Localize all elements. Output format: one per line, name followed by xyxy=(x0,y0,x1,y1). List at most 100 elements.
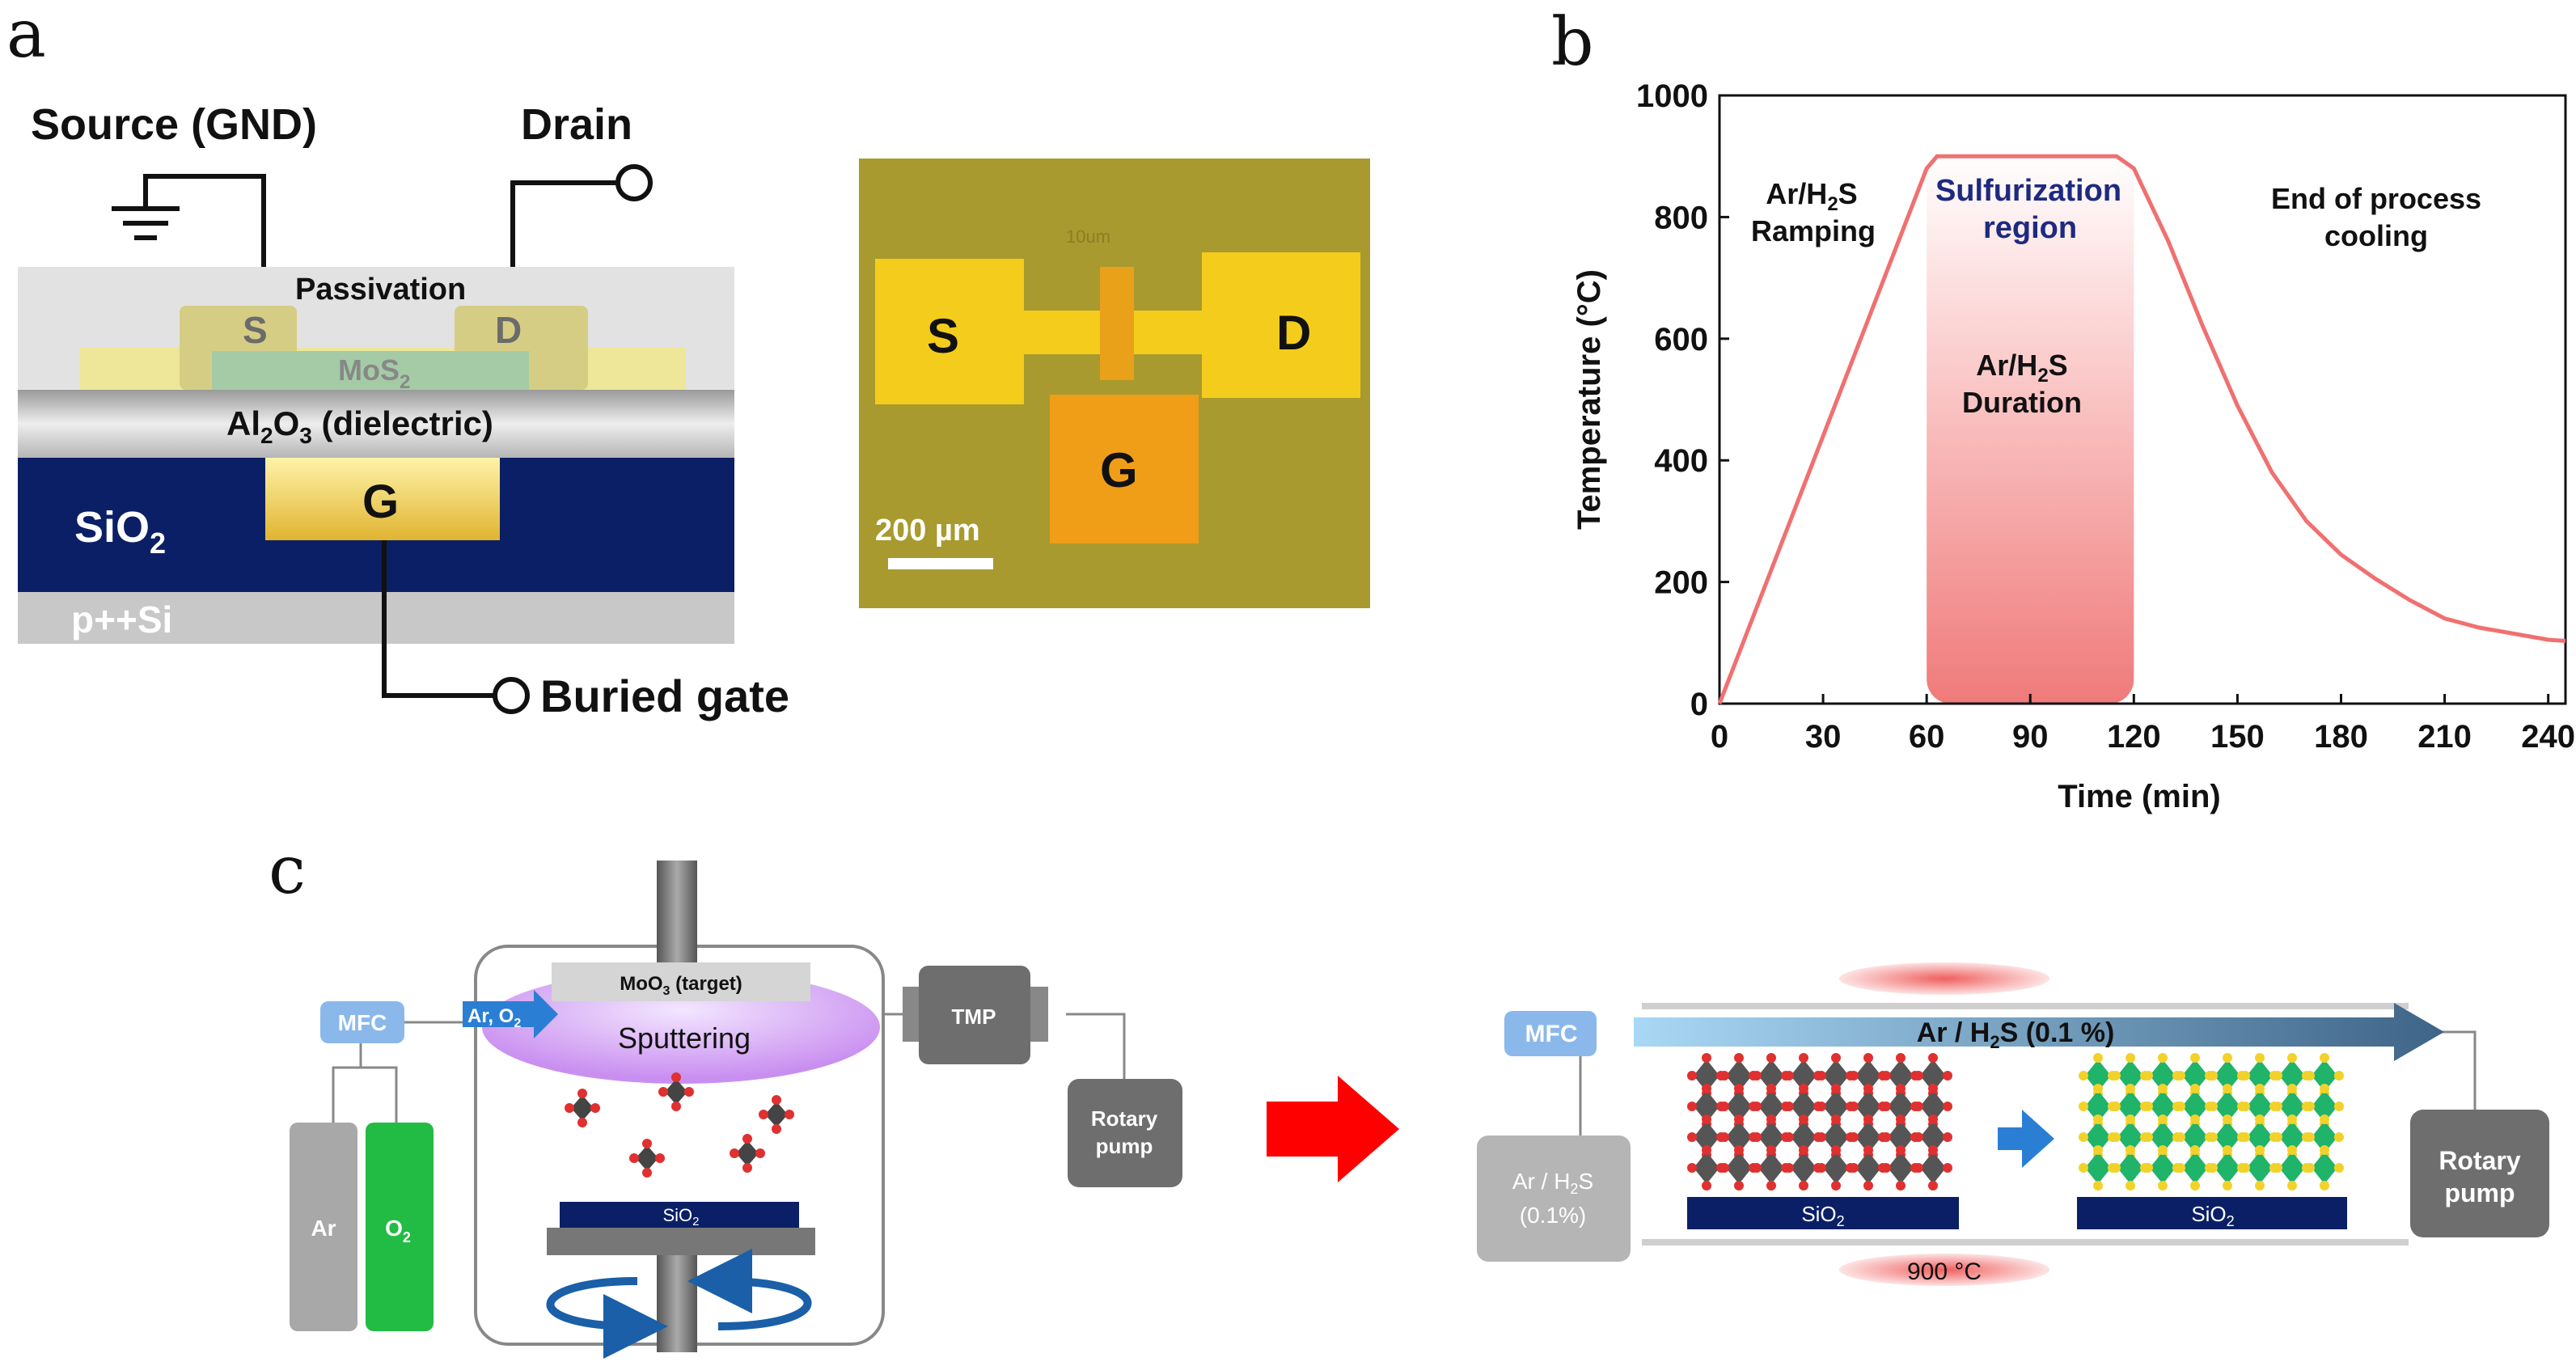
psi-layer xyxy=(18,592,734,644)
temp-label: 900 °C xyxy=(1907,1258,1982,1285)
drain-label: Drain xyxy=(521,100,632,149)
y-tick-label: 200 xyxy=(1654,565,1708,601)
y-tick-label: 800 xyxy=(1654,200,1708,235)
x-tick-label: 0 xyxy=(1711,719,1728,755)
x-tick-label: 150 xyxy=(2210,719,2265,755)
al2o3-layer xyxy=(18,390,734,458)
drain-wire xyxy=(510,164,653,267)
gas-flow-arrow xyxy=(1634,1003,2444,1061)
rotary-left-label-1: Rotary xyxy=(1091,1106,1158,1131)
panel-c-letter: c xyxy=(269,832,306,909)
mos2-lattice-icon xyxy=(2079,1053,2344,1190)
tmp-box xyxy=(919,966,1030,1064)
x-tick-label: 60 xyxy=(1909,719,1945,755)
micro-gate-pad xyxy=(1050,395,1199,543)
rotation-shaft xyxy=(657,1255,697,1352)
h2s-label-2: (0.1%) xyxy=(1520,1203,1586,1228)
micro-drain-pad xyxy=(1202,252,1360,398)
panel-b-letter: b xyxy=(1551,4,1594,81)
o2-cylinder xyxy=(366,1123,434,1331)
mfc2-label: MFC xyxy=(1525,1021,1578,1047)
scale-bar xyxy=(888,558,993,569)
process-arrow-icon xyxy=(1267,1076,1399,1182)
micro-g-label: G xyxy=(1100,443,1138,497)
target-label: MoO3 (target) xyxy=(620,973,742,998)
end-label-2: cooling xyxy=(2324,219,2428,252)
al2o3-label: Al2O3 (dielectric) xyxy=(226,404,493,448)
sio2-label: SiO2 xyxy=(74,503,166,560)
scale-bar-label: 200 µm xyxy=(875,514,980,548)
plot-frame xyxy=(1718,94,2567,705)
lattice-unit xyxy=(1784,1053,1823,1098)
tmp-label: TMP xyxy=(952,1004,996,1029)
sio2-right-label: SiO2 xyxy=(2191,1202,2234,1229)
sio2-substrate-right xyxy=(2077,1197,2347,1229)
ar-label: Ar xyxy=(311,1216,336,1241)
lattice-unit xyxy=(2176,1053,2214,1098)
duration-label-2: Duration xyxy=(1962,386,2082,419)
substrate-sio2 xyxy=(560,1202,799,1228)
substrate-holder xyxy=(547,1228,815,1255)
o2-label: O2 xyxy=(385,1216,411,1245)
mfc2-box xyxy=(1504,1011,1597,1056)
target-shaft xyxy=(657,861,697,966)
x-tick-label: 120 xyxy=(2107,719,2161,755)
micro-d-label: D xyxy=(1276,306,1311,360)
duration-label-1: Ar/H2S xyxy=(1976,349,2067,387)
lattice-unit xyxy=(1752,1145,1791,1190)
y-tick-label: 600 xyxy=(1654,322,1708,357)
sulfurization-label-2: region xyxy=(1983,211,2077,245)
d-label: D xyxy=(495,309,522,351)
heater-top xyxy=(1839,962,2049,995)
flow-label: Ar / H2S (0.1 %) xyxy=(1917,1017,2115,1052)
buried-gate xyxy=(265,458,500,540)
sulfurization-label-1: Sulfurization xyxy=(1935,174,2121,208)
lattice-unit xyxy=(2305,1145,2344,1190)
rotary-pump-right xyxy=(2410,1110,2549,1237)
conversion-arrow-icon xyxy=(1998,1110,2054,1168)
gate-wire xyxy=(382,540,530,714)
x-tick-label: 180 xyxy=(2314,719,2368,755)
x-axis-label: Time (min) xyxy=(2058,779,2221,814)
lattice-unit xyxy=(2143,1145,2182,1190)
rotary-right-label-2: pump xyxy=(2444,1178,2515,1207)
heater-bottom xyxy=(1839,1254,2049,1286)
tmp-flange-right xyxy=(1030,987,1048,1042)
lattice-unit xyxy=(1687,1084,1726,1129)
moo3-lattice-icon xyxy=(1687,1053,1952,1190)
ar-cylinder xyxy=(290,1123,357,1331)
buried-gate-label: Buried gate xyxy=(540,670,789,721)
y-tick-label: 400 xyxy=(1654,443,1708,479)
gas-lines xyxy=(332,1013,1126,1124)
temperature-curve xyxy=(1717,154,2566,704)
rotary-right-label-1: Rotary xyxy=(2439,1146,2521,1175)
x-tick-label: 90 xyxy=(2012,719,2049,755)
target-plate xyxy=(552,962,810,1001)
gas-inlet-label: Ar, O2 xyxy=(467,1005,521,1030)
y-tick-label: 1000 xyxy=(1636,78,1708,114)
x-tick-label: 30 xyxy=(1805,719,1842,755)
mos2-label: MoS2 xyxy=(338,353,410,393)
rotary-left-label-2: pump xyxy=(1096,1134,1153,1158)
micro-s-label: S xyxy=(927,309,959,363)
psi-label: p++Si xyxy=(71,598,172,641)
mfc-label: MFC xyxy=(338,1010,387,1035)
substrate-label: SiO2 xyxy=(662,1205,699,1229)
lattice-unit xyxy=(1752,1084,1791,1129)
panel-a-letter: a xyxy=(6,0,46,73)
lattice-unit xyxy=(2143,1114,2182,1160)
x-tick-label: 210 xyxy=(2417,719,2472,755)
ramping-label-2: Ramping xyxy=(1751,214,1876,247)
lattice-unit xyxy=(1719,1145,1758,1190)
source-label: Source (GND) xyxy=(31,100,317,149)
micrograph-faint-label: 10um xyxy=(1066,226,1110,247)
ramping-label-1: Ar/H2S xyxy=(1766,177,1857,215)
sputtering-label: Sputtering xyxy=(618,1021,751,1055)
micro-source-pad xyxy=(875,259,1024,404)
ground-icon xyxy=(112,174,266,267)
mos2-channel xyxy=(212,351,529,390)
s-label: S xyxy=(243,309,268,351)
h2s-label-1: Ar / H2S xyxy=(1512,1169,1593,1197)
y-tick-label: 0 xyxy=(1690,687,1708,722)
lattice-unit xyxy=(1914,1145,1952,1190)
